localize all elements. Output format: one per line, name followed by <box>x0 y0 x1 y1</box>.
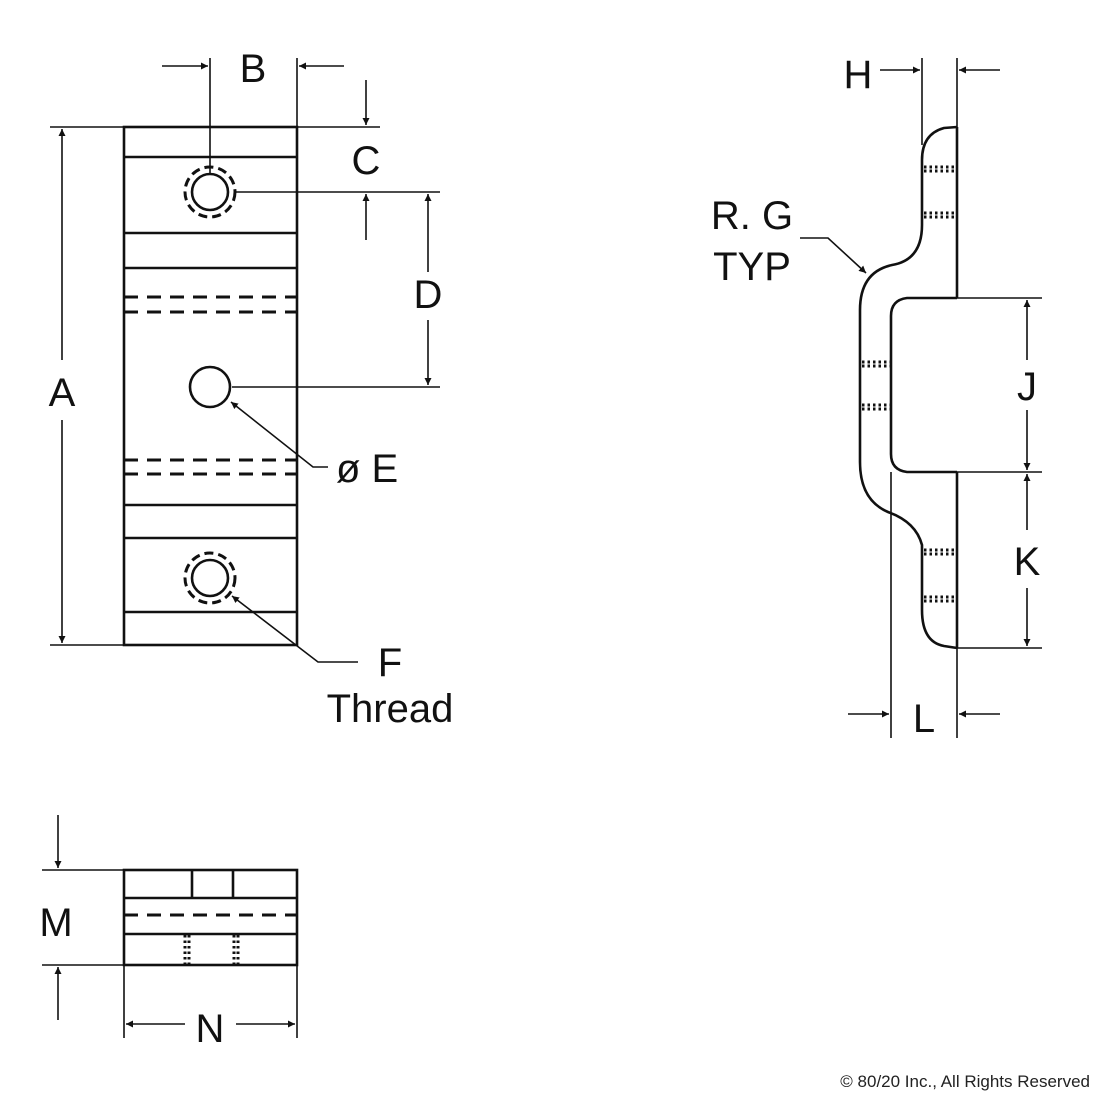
radius-g-label: R. G <box>711 194 793 238</box>
thread-label: Thread <box>327 687 454 731</box>
diameter-e-label: ø E <box>336 447 398 491</box>
bottom-view: M N <box>39 815 299 1051</box>
dimension-k-label: K <box>1014 540 1041 584</box>
threaded-hole-top <box>190 172 230 212</box>
copyright-notice: © 80/20 Inc., All Rights Reserved <box>840 1072 1090 1091</box>
bottom-view-outline <box>122 868 299 967</box>
side-view-profile <box>858 125 958 650</box>
dimension-m-label: M <box>39 901 72 945</box>
thread-circle <box>183 551 237 605</box>
front-view-outline <box>122 125 299 647</box>
threaded-hole-bottom <box>190 558 230 598</box>
dimension-j-label: J <box>1017 365 1037 409</box>
dimension-b-label: B <box>240 47 267 91</box>
dimension-l-label: L <box>913 697 935 741</box>
side-view: H R. G TYP J K L <box>711 53 1042 741</box>
dimension-c-label: C <box>352 139 381 183</box>
dimension-h-label: H <box>844 53 873 97</box>
dimension-n-label: N <box>196 1007 225 1051</box>
thread-f-label: F <box>378 641 402 685</box>
dimension-d-label: D <box>414 273 443 317</box>
center-hole <box>188 365 232 409</box>
front-view: A B C D ø E F Thread <box>49 47 454 731</box>
typical-label: TYP <box>713 245 791 289</box>
dimension-a-label: A <box>49 371 76 415</box>
